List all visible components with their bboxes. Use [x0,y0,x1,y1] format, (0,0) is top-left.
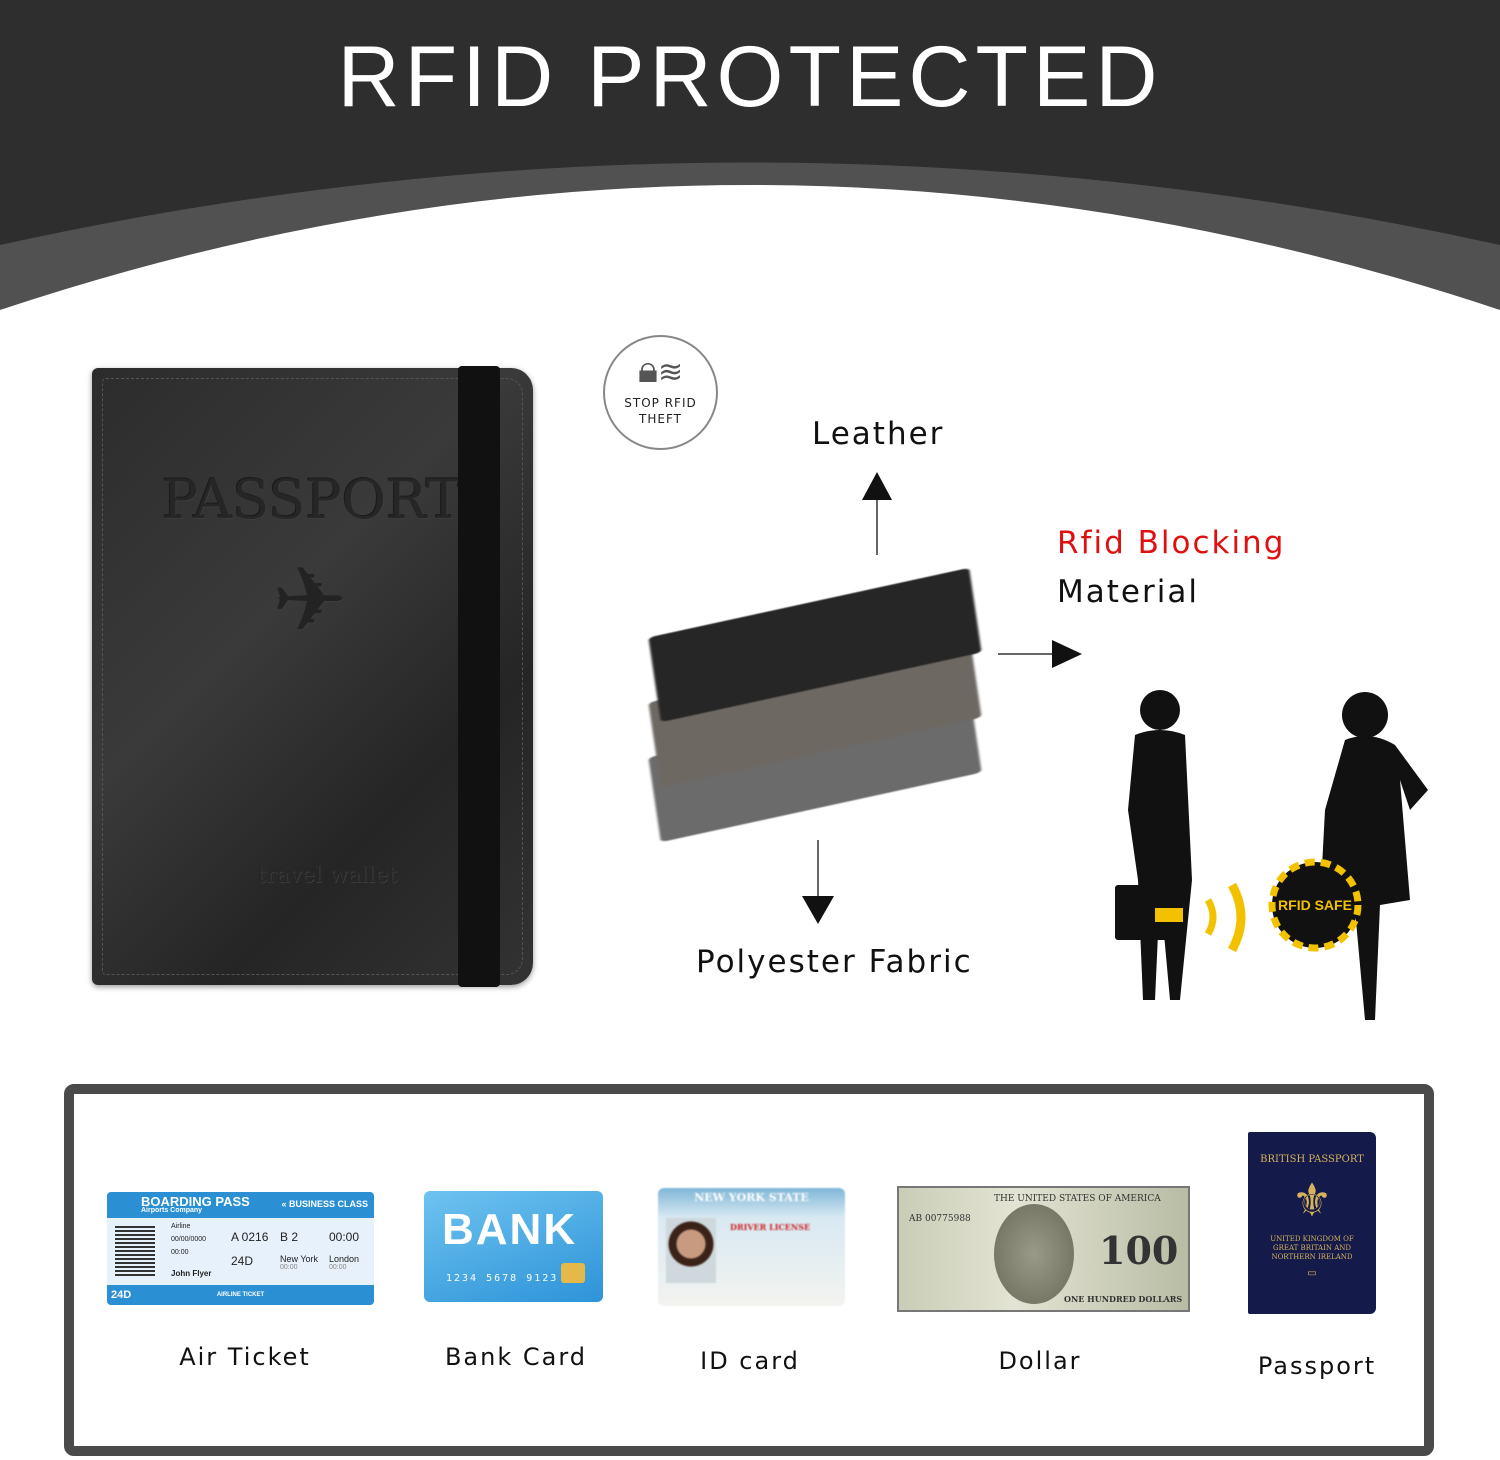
page-title: RFID PROTECTED [337,29,1163,125]
id-card-image: NEW YORK STATE DRIVER LICENSE [658,1188,845,1306]
badge-text: THEFT [639,412,682,426]
ticket-seat-stub: 24D [111,1289,132,1301]
passport-wallet-image: PASSPORT ✈ travel wallet [92,366,533,987]
dollar-bill-image: THE UNITED STATES OF AMERICA AB 00775988… [897,1186,1190,1312]
ticket-airline: Airline [171,1223,191,1230]
portrait [994,1204,1074,1304]
ticket-title: BOARDING PASS [141,1194,250,1209]
dollar-header: THE UNITED STATES OF AMERICA [994,1194,1161,1204]
ticket-passenger: John Flyer [171,1269,212,1278]
item-label-bank-card: Bank Card [444,1343,588,1371]
bank-name: BANK [442,1205,578,1254]
ticket-footer: AIRLINE TICKET [216,1292,265,1298]
ticket-from: New York [280,1254,319,1264]
compatible-items-panel [64,1084,1434,1456]
polyester-label: Polyester Fabric [696,944,973,980]
biometric-icon: ▭ [1307,1268,1317,1279]
ticket-to-time: 00:00 [329,1264,347,1271]
dollar-serial: AB 00775988 [909,1214,971,1224]
item-label-dollar: Dollar [998,1347,1082,1375]
passport-country: UNITED KINGDOM OF GREAT BRITAIN AND NORT… [1270,1235,1354,1261]
rfid-safe-label: RFID SAFE [1278,897,1352,913]
card-number: 1234 5678 9123 [446,1273,559,1284]
bank-card-image: BANK 1234 5678 9123 [424,1191,603,1302]
dollar-value: 100 [1099,1228,1179,1273]
airplane-icon: ✈ [272,548,348,653]
item-label-air-ticket: Air Ticket [179,1343,311,1371]
material-label: Material [1057,574,1199,610]
ticket-class: « BUSINESS CLASS [281,1199,368,1209]
ticket-flight: A 0216 [231,1230,269,1244]
ticket-gate: B 2 [280,1230,299,1244]
people-silhouette-illustration: RFID SAFE [1115,690,1428,1020]
ticket-date: 00/00/0000 [171,1236,207,1243]
id-photo [666,1218,716,1283]
arrows [802,472,1082,924]
ticket-from-time: 00:00 [280,1264,298,1271]
ticket-to: London [329,1254,360,1264]
lock-wifi-icon: 🔒︎≋ [637,347,684,391]
elastic-band [458,366,500,987]
ticket-company: Airports Company [141,1207,203,1214]
header-background [0,0,1500,330]
british-passport-image: BRITISH PASSPORT ⚜ UNITED KINGDOM OF GRE… [1248,1132,1376,1314]
dollar-words: ONE HUNDRED DOLLARS [1064,1294,1183,1304]
passport-title: BRITISH PASSPORT [1260,1154,1364,1165]
stop-rfid-badge: 🔒︎≋ STOP RFID THEFT [603,335,718,450]
ticket-time: 00:00 [171,1249,189,1256]
id-type: DRIVER LICENSE [730,1222,811,1232]
leather-label: Leather [812,416,945,452]
ticket-seat: 24D [231,1254,254,1268]
id-state: NEW YORK STATE [694,1191,809,1204]
item-label-id-card: ID card [700,1347,800,1375]
ticket-gate-closes: 00:00 [329,1230,360,1244]
wallet-emboss-subtitle: travel wallet [257,863,397,888]
item-label-passport: Passport [1257,1352,1377,1380]
badge-text: STOP RFID [624,396,697,410]
barcode [115,1224,155,1276]
rfid-blocking-label: Rfid Blocking [1057,525,1286,561]
chip-icon [561,1263,585,1283]
wallet-emboss-title: PASSPORT [162,468,462,531]
coat-of-arms-icon: ⚜ [1291,1173,1333,1227]
